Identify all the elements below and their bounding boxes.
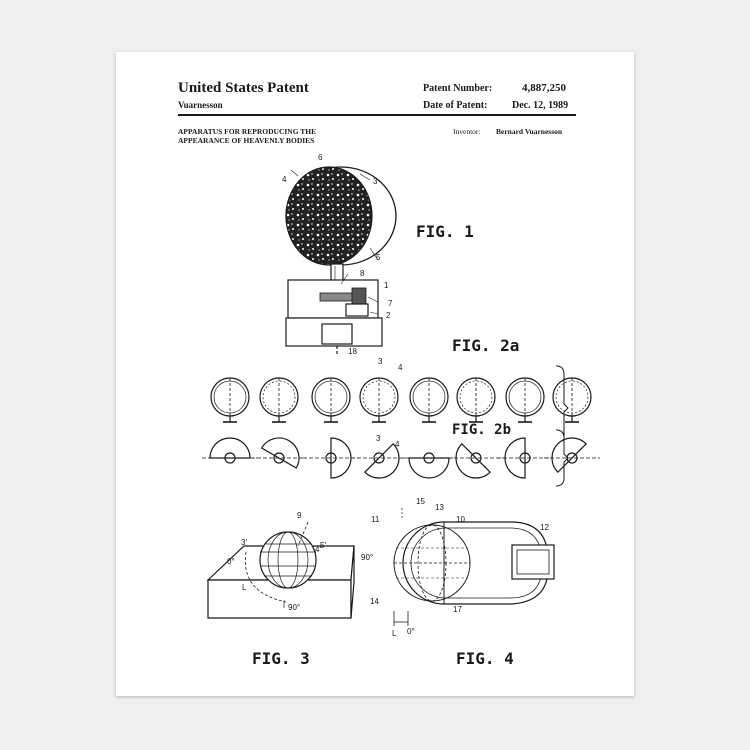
- phase-globe: [410, 378, 448, 422]
- ref-6: 6: [318, 153, 323, 162]
- ref-8: 8: [360, 269, 365, 278]
- figure-2a-row: [211, 378, 591, 422]
- ref-3-prime: 3': [241, 538, 247, 547]
- fig-4-label: FIG. 4: [456, 649, 514, 668]
- ref-14: 14: [370, 597, 379, 606]
- ref-0-deg: 0°: [227, 557, 235, 566]
- patent-poster: United States Patent Vuarnesson Patent N…: [116, 52, 634, 696]
- ref-11: 11: [371, 515, 380, 524]
- phase-section: [202, 438, 258, 463]
- ref-2a-4: 4: [398, 363, 403, 372]
- fig-1-label: FIG. 1: [416, 222, 474, 241]
- fig-2a-label: FIG. 2a: [452, 336, 519, 355]
- ref-4-90-deg: 90°: [361, 553, 373, 562]
- ref-2a-3: 3: [378, 357, 383, 366]
- phase-section: [544, 430, 600, 472]
- ref-7: 7: [388, 299, 393, 308]
- fig-2b-label: FIG. 2b: [452, 422, 511, 438]
- phase-section: [303, 438, 359, 478]
- patent-drawings: 6 4 3 5 8 1 7 2 18 FIG. 1 FIG. 2a 3 4 FI…: [116, 52, 634, 696]
- fig-3-label: FIG. 3: [252, 649, 310, 668]
- ref-L: L: [242, 583, 247, 592]
- ref-13: 13: [435, 503, 444, 512]
- ref-4: 4: [282, 175, 287, 184]
- ref-5: 5: [376, 253, 381, 262]
- figure-3: [208, 522, 354, 618]
- phase-section: [401, 453, 457, 478]
- phase-globe: [506, 378, 544, 422]
- phase-globe: [553, 378, 591, 422]
- ref-90-deg: 90°: [288, 603, 300, 612]
- ref-2b-4: 4: [395, 440, 400, 449]
- phase-section: [251, 431, 307, 468]
- ref-2b-3: 3: [376, 434, 381, 443]
- ref-10: 10: [456, 515, 465, 524]
- phase-globe: [457, 378, 495, 422]
- ref-1: 1: [384, 281, 389, 290]
- ref-3: 3: [373, 177, 378, 186]
- ref-4-0-deg: 0°: [407, 627, 415, 636]
- phase-globe: [260, 378, 298, 422]
- phase-section: [448, 444, 504, 486]
- ref-15: 15: [416, 497, 425, 506]
- phase-globe: [360, 378, 398, 422]
- ref-5-prime: 5': [320, 541, 326, 550]
- ref-9: 9: [297, 511, 302, 520]
- ref-17: 17: [453, 605, 462, 614]
- ref-18: 18: [348, 347, 357, 356]
- figure-4: [394, 508, 554, 626]
- ref-4-L: L: [392, 629, 397, 638]
- phase-globe: [312, 378, 350, 422]
- ref-12: 12: [540, 523, 549, 532]
- ref-2: 2: [386, 311, 391, 320]
- figure-2b-row: [202, 430, 600, 487]
- phase-globe: [211, 378, 249, 422]
- phase-section: [351, 444, 407, 486]
